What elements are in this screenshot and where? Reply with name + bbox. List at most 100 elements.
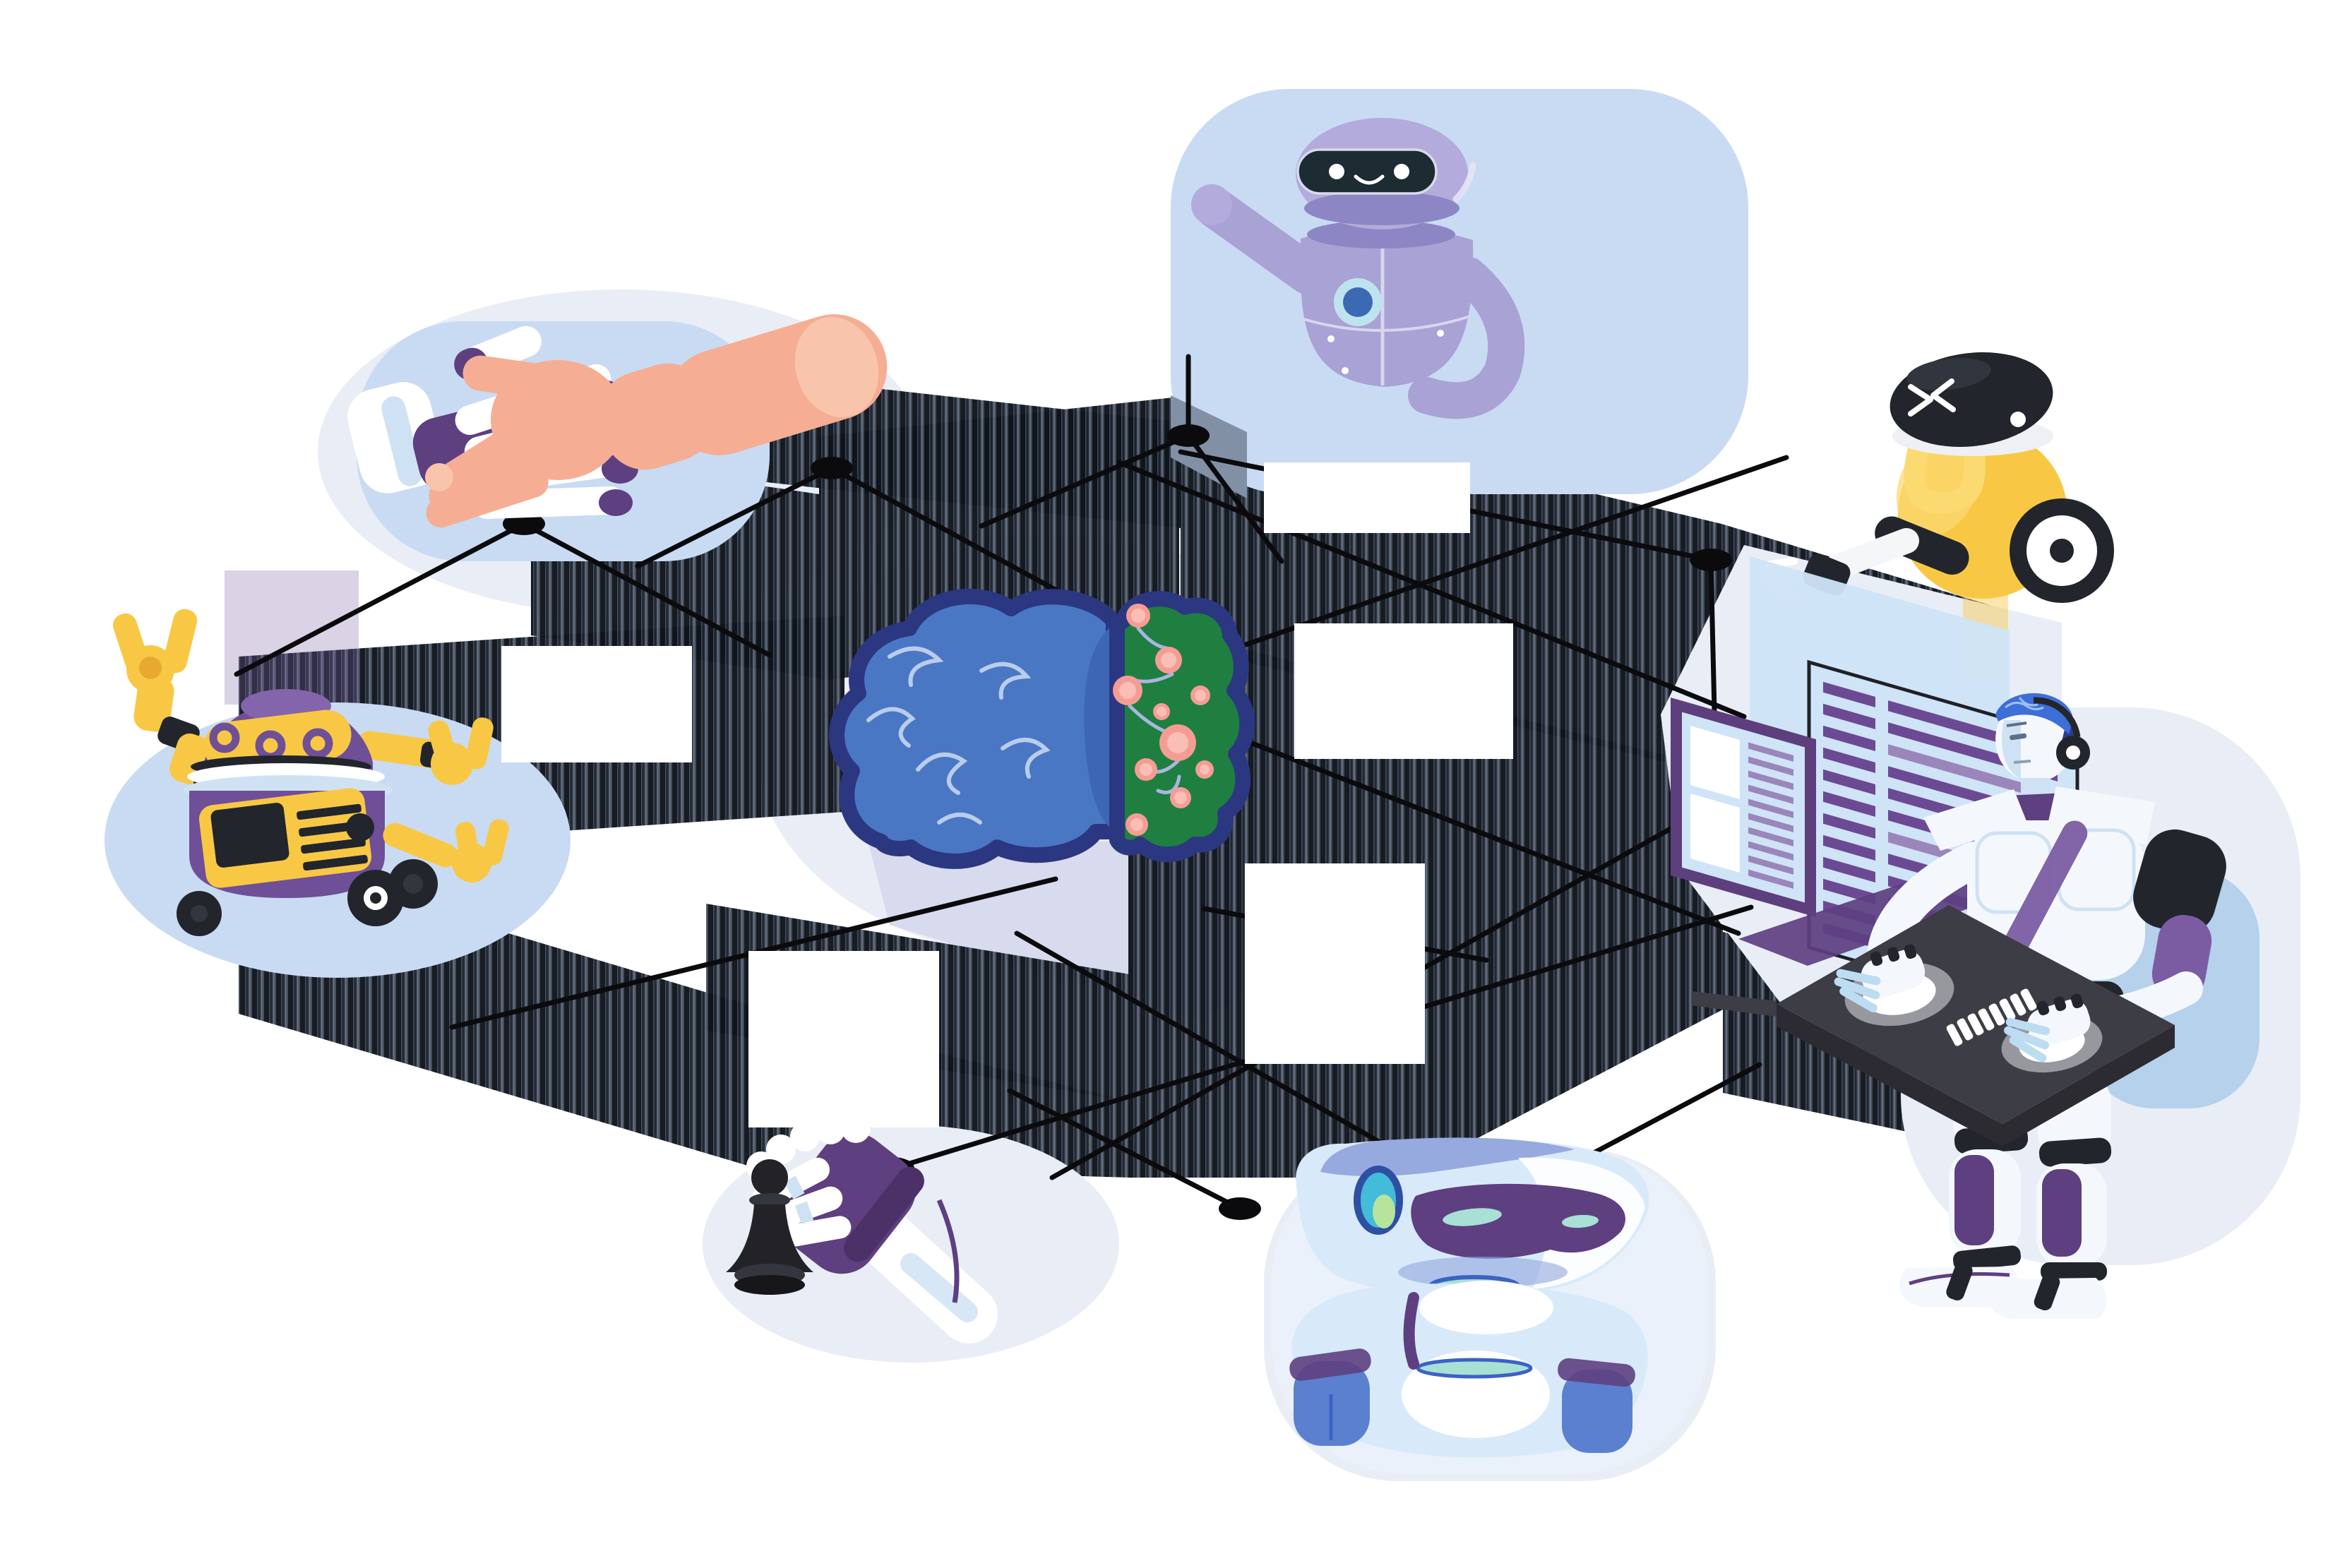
front-paw-right [1562, 1370, 1632, 1453]
brow [2006, 722, 2027, 727]
knee-wrap [2038, 1137, 2112, 1167]
waving-arm [1195, 188, 1328, 294]
belly-ring [1416, 1358, 1533, 1379]
robot-eye [302, 728, 333, 759]
boot-strap [1946, 1262, 1973, 1301]
connector-line [1007, 1088, 1243, 1211]
android-operator [1692, 693, 2226, 1319]
neck-shadow [1307, 220, 1455, 249]
chess-hand [726, 1113, 998, 1343]
label-box [1264, 462, 1470, 533]
robot-cuff-shade [381, 396, 422, 486]
visor-eye [1562, 1214, 1599, 1228]
handshake [347, 314, 888, 528]
panel-screen [210, 803, 289, 868]
pawn-body [726, 1204, 813, 1272]
robot-dog [1289, 1137, 1649, 1458]
fingertip [425, 463, 453, 491]
bent-arm [1408, 257, 1525, 419]
neural-nodes [1113, 604, 1214, 836]
panel-stripe [303, 854, 368, 871]
closed-eye [1908, 384, 1933, 417]
human-wrist [598, 363, 715, 470]
collar-wing-left [1923, 789, 2028, 851]
connector-line [234, 521, 527, 677]
boot-strap [2034, 1273, 2060, 1311]
knuckle [599, 489, 633, 516]
label-box [1245, 863, 1425, 1064]
ankle-wrap [2041, 1262, 2107, 1281]
shoulder-pad [2133, 829, 2226, 935]
knuckle-bead [766, 1135, 796, 1164]
connector-line [1116, 460, 1747, 719]
forearm-shade [900, 1253, 978, 1322]
human-thumb [462, 355, 583, 403]
finger-stripe [794, 1201, 814, 1225]
knuckle-bead [816, 1115, 845, 1144]
junction-dot [1219, 1197, 1261, 1220]
headphone-ring [2066, 746, 2080, 760]
screen-block [1690, 726, 1740, 800]
cheek-dot [2010, 412, 2026, 427]
junction-dot [1167, 424, 1210, 447]
plug-arm [1823, 528, 1919, 580]
pawn-foot [734, 1275, 805, 1295]
left-hand [1834, 944, 1926, 1012]
ai-brain [829, 588, 1255, 869]
right-hand [2004, 993, 2091, 1063]
brain-left-lobe [829, 588, 1121, 869]
visor-eye [1443, 1208, 1502, 1226]
body-seam [1403, 1292, 1419, 1370]
pawn-head [751, 1159, 788, 1196]
arm-lower-right [383, 822, 458, 868]
chatbot-robot [1191, 118, 1525, 419]
claw-base-shade [139, 657, 162, 679]
smile [1354, 174, 1385, 185]
wheel-hub [403, 874, 423, 894]
head-highlight [1452, 162, 1476, 203]
human-finger [426, 467, 549, 528]
eye [2010, 733, 2027, 741]
u-highlight [1904, 441, 1986, 514]
finger-stripe [784, 1175, 805, 1199]
robot-glow [225, 570, 359, 705]
closed-eye [1930, 378, 1956, 412]
connector-line [1708, 557, 1717, 714]
connector-line [1212, 726, 1741, 936]
wheel-hub [2050, 539, 2074, 563]
deck-side [2002, 1025, 2175, 1147]
rivet [1437, 330, 1444, 337]
visor [1296, 148, 1438, 195]
brain-folds [866, 646, 1051, 825]
wheel-hub [370, 892, 381, 904]
arm-joint [346, 813, 374, 842]
brain-circuits [2005, 697, 2044, 711]
label-boxes [501, 462, 1513, 1127]
deck-side [1777, 1004, 2002, 1147]
dome-highlight [1906, 357, 1991, 391]
label-box [1294, 623, 1513, 759]
paw-band [1558, 1358, 1635, 1387]
claw-base [452, 843, 491, 882]
panel-stripe [297, 803, 362, 820]
knuckle-bead [790, 1122, 820, 1151]
junction-dot [811, 457, 853, 479]
small-framed-screen [1671, 698, 1816, 918]
claw-base [431, 743, 473, 785]
connector-line [1014, 930, 1422, 1168]
junction-dot [503, 513, 545, 535]
rivet [1327, 335, 1335, 342]
wheel-hub [191, 905, 208, 922]
eye [1329, 164, 1344, 179]
connector-line [1178, 455, 1789, 670]
claw-prong [465, 717, 494, 770]
deck-sliders [1946, 988, 2037, 1046]
forearm-cap [794, 317, 879, 417]
claw-prong [162, 609, 198, 674]
connector-line [979, 433, 1191, 529]
forearm-seam [936, 1199, 960, 1303]
eye [1394, 164, 1409, 179]
body-seam [1303, 315, 1471, 332]
